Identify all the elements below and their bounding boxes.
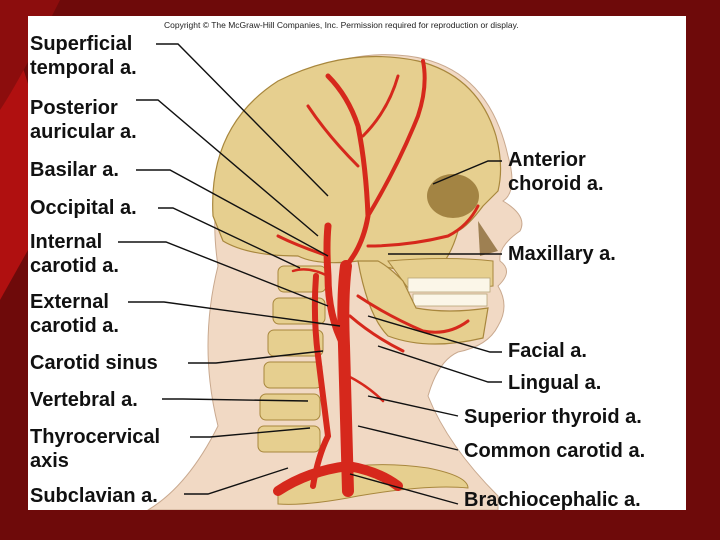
- label-line: Basilar a.: [30, 159, 119, 181]
- label-posterior-auricular-artery: Posterior auricular a.: [30, 96, 137, 144]
- label-facial-artery: Facial a.: [508, 339, 587, 363]
- label-line: Superficial: [30, 33, 133, 55]
- label-vertebral-artery: Vertebral a.: [30, 388, 138, 412]
- label-line: Lingual a.: [508, 372, 602, 394]
- label-line: Vertebral a.: [30, 389, 138, 411]
- label-carotid-sinus: Carotid sinus: [30, 351, 158, 375]
- label-line: Maxillary a.: [508, 243, 616, 265]
- label-line: axis: [30, 450, 69, 472]
- label-line: Carotid sinus: [30, 352, 158, 374]
- head-neck-arteries-illustration: [118, 43, 523, 510]
- upper-teeth: [407, 277, 491, 293]
- label-common-carotid-artery: Common carotid a.: [464, 439, 645, 463]
- label-anterior-choroid-artery: Anterior choroid a.: [508, 148, 604, 196]
- label-line: Posterior: [30, 97, 118, 119]
- label-superior-thyroid-artery: Superior thyroid a.: [464, 405, 642, 429]
- label-line: choroid a.: [508, 173, 604, 195]
- label-line: carotid a.: [30, 255, 119, 277]
- label-line: Occipital a.: [30, 197, 137, 219]
- label-line: Thyrocervical: [30, 426, 161, 448]
- arteries: [273, 59, 480, 497]
- label-line: carotid a.: [30, 315, 119, 337]
- label-occipital-artery: Occipital a.: [30, 196, 137, 220]
- label-line: temporal a.: [30, 57, 137, 79]
- nasal-cavity: [478, 221, 498, 256]
- label-basilar-artery: Basilar a.: [30, 158, 119, 182]
- orbit: [427, 174, 479, 218]
- label-internal-carotid-artery: Internal carotid a.: [30, 230, 119, 278]
- label-brachiocephalic-artery: Brachiocephalic a.: [464, 488, 641, 510]
- label-line: Internal: [30, 231, 103, 253]
- leader-lines: [118, 43, 502, 505]
- label-thyrocervical-axis: Thyrocervical axis: [30, 425, 160, 473]
- lower-teeth: [412, 293, 488, 307]
- label-line: Facial a.: [508, 340, 587, 362]
- label-line: Superior thyroid a.: [464, 406, 642, 428]
- figure-panel: Copyright © The McGraw-Hill Companies, I…: [28, 16, 686, 510]
- label-external-carotid-artery: External carotid a.: [30, 290, 119, 338]
- label-line: Brachiocephalic a.: [464, 489, 641, 510]
- label-line: External: [30, 291, 109, 313]
- label-line: Common carotid a.: [464, 440, 646, 462]
- label-line: Subclavian a.: [30, 485, 158, 507]
- label-superficial-temporal-artery: Superficial temporal a.: [30, 32, 137, 80]
- label-lingual-artery: Lingual a.: [508, 371, 601, 395]
- copyright-notice: Copyright © The McGraw-Hill Companies, I…: [164, 20, 519, 30]
- label-subclavian-artery: Subclavian a.: [30, 484, 158, 508]
- label-line: Anterior: [508, 149, 586, 171]
- label-maxillary-artery: Maxillary a.: [508, 242, 616, 266]
- label-line: auricular a.: [30, 121, 137, 143]
